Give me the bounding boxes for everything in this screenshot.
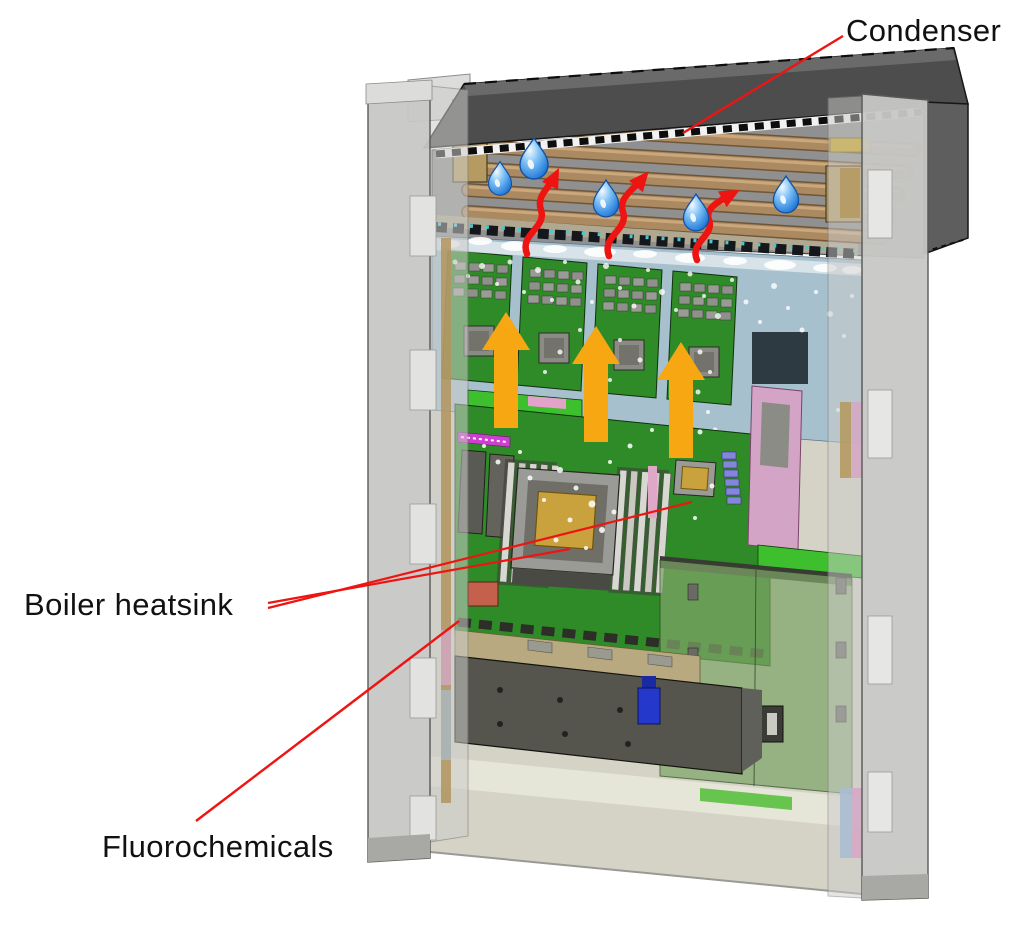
- left-latch-pink: [441, 630, 451, 685]
- blue-connector: [637, 687, 661, 725]
- tray-connector-row: [435, 222, 859, 259]
- fluorochemicals-leader-line: [195, 620, 460, 822]
- right-latches: [840, 168, 862, 858]
- vapor-arrow-icon: [522, 167, 560, 258]
- left-sensor-strip: [441, 238, 451, 803]
- boiler-leader-line-2: [267, 500, 693, 610]
- pink-slot: [648, 466, 657, 518]
- annotations: [195, 34, 844, 822]
- salmon-component: [467, 581, 499, 607]
- left-column-foot: [368, 834, 430, 862]
- gpu-module: [516, 256, 588, 392]
- boiler-plate-gold: [534, 490, 597, 551]
- boiler-plate-gold-small: [680, 465, 710, 491]
- condenser-label: Condenser: [846, 13, 1002, 48]
- secondary-boiler-heatsink: [673, 459, 717, 498]
- right-column-notches: [867, 169, 893, 833]
- psu-screws: [497, 687, 631, 747]
- right-column-foot: [862, 874, 928, 900]
- condenser-leader-line: [682, 34, 844, 135]
- blue-connector-top: [642, 676, 656, 690]
- boiler-heatsink-label: Boiler heatsink: [24, 587, 234, 622]
- lid-back-edge: [463, 46, 955, 86]
- left-latch-blue: [441, 690, 451, 760]
- left-column-notches: [409, 195, 437, 841]
- tank-frame: [365, 79, 929, 901]
- fluorochemicals-label: Fluorochemicals: [102, 829, 334, 864]
- psu-flange: [742, 688, 762, 772]
- condenser-lid-back-strip: [464, 48, 956, 96]
- tank-bottom-edge: [429, 851, 863, 895]
- left-column-cap: [365, 79, 433, 105]
- tray-connector-accents: [437, 222, 859, 253]
- lower-board-edge: [700, 788, 792, 810]
- condenser-lid-right-face: [923, 101, 969, 256]
- bracket-cutout: [760, 402, 790, 468]
- io-headers: [721, 451, 742, 505]
- submerged-component: [752, 332, 808, 384]
- base-tabs: [527, 639, 673, 668]
- lid-right-bottom-edge: [923, 238, 967, 253]
- memory-edge-pins: [460, 436, 508, 443]
- board-top-slot: [528, 396, 566, 409]
- bubbles-on-cpu: [482, 411, 715, 550]
- bottom-assembly: [454, 629, 762, 775]
- boiler-leader-line-1: [267, 547, 571, 605]
- tank-floor-highlight: [430, 756, 862, 828]
- vapor-arrow-icon: [604, 171, 649, 260]
